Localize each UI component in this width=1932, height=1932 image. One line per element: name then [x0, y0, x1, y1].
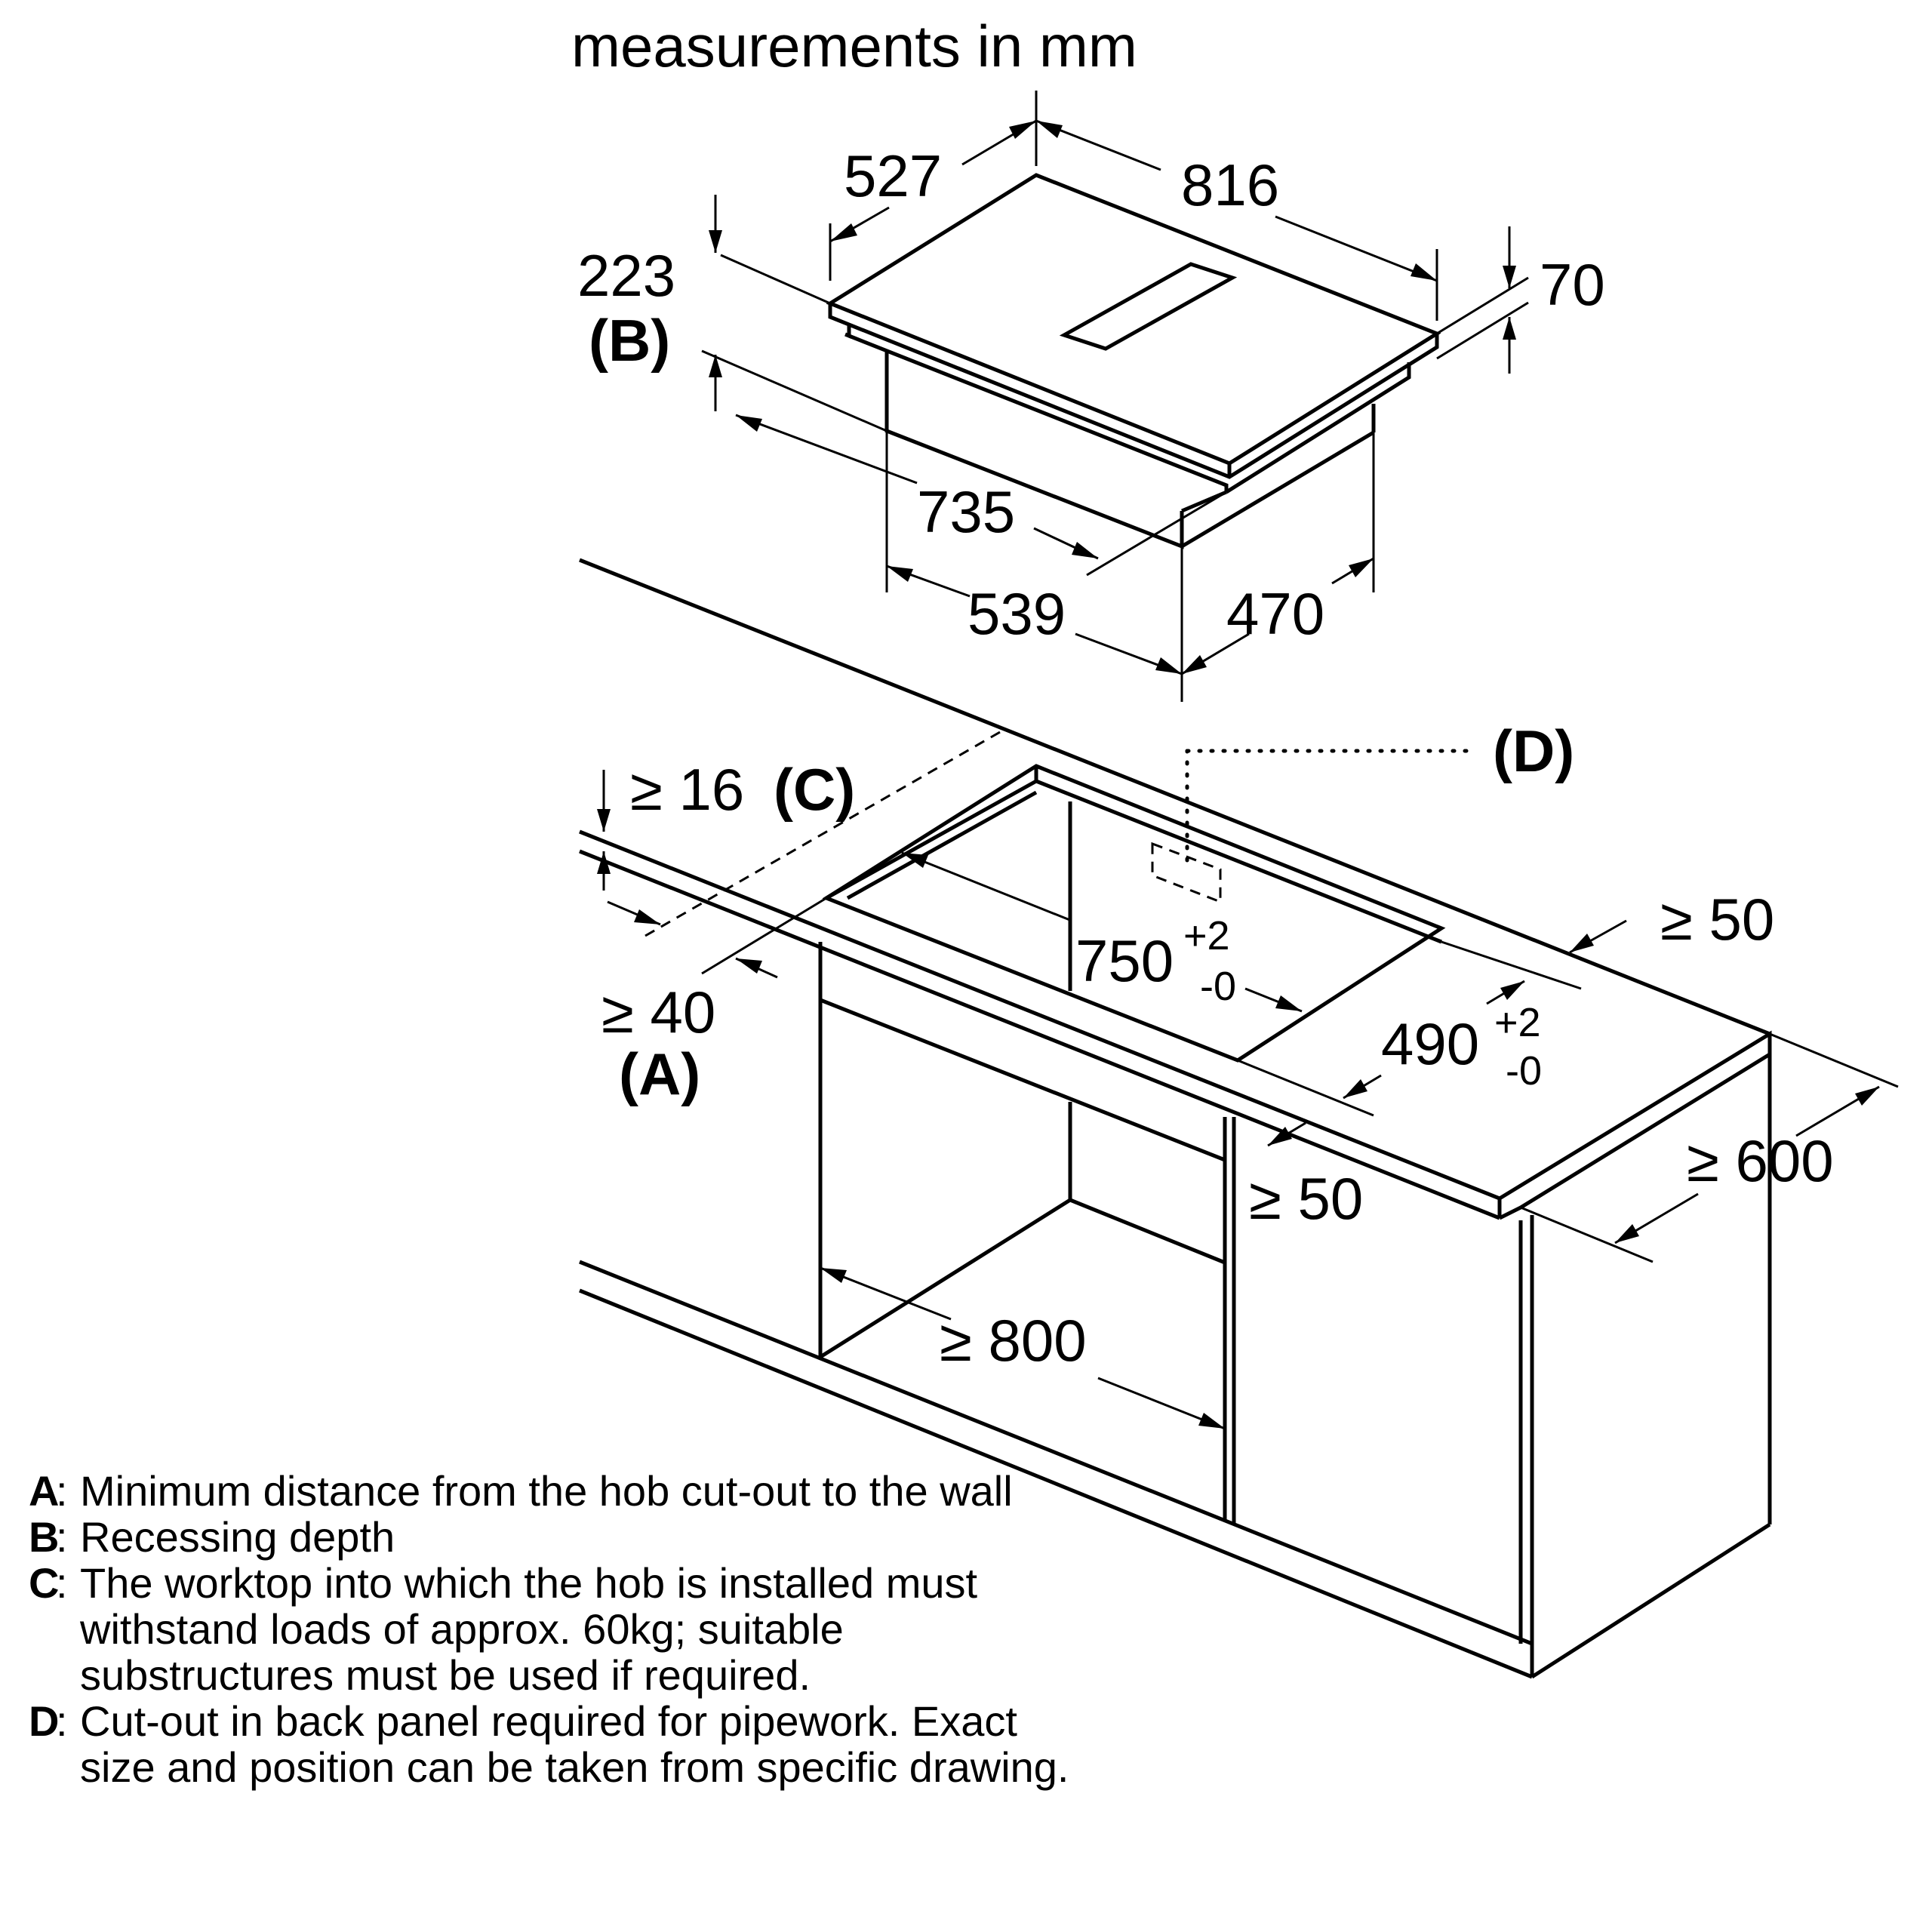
dim-223: 223	[577, 242, 675, 309]
dim-cabinet-width: ≥ 800	[940, 1307, 1087, 1374]
ref-C: (C)	[774, 756, 855, 823]
dim-cutout-width-tol-plus: +2	[1183, 913, 1230, 958]
dim-side-clearance: ≥ 50	[1660, 886, 1774, 952]
dim-539: 539	[968, 580, 1066, 647]
dim-cutout-depth-tol-plus: +2	[1494, 1000, 1541, 1045]
dim-front-clearance: ≥ 50	[1249, 1165, 1363, 1232]
note-colon: :	[56, 1697, 68, 1745]
note-key: C	[29, 1559, 60, 1607]
worktop-drawing: ≥ 16 (C) ≥ 40 (A) 750 +2 -0 490 +2 -0 ≥ …	[579, 558, 1899, 1679]
note-text: The worktop into which the hob is instal…	[80, 1559, 978, 1699]
note-colon: :	[56, 1467, 68, 1515]
hob-drawing: 527 816 70 223 (B) 735	[577, 91, 1605, 702]
note-item: D:Cut-out in back panel required for pip…	[29, 1698, 1085, 1790]
note-item: A:Minimum distance from the hob cut-out …	[29, 1468, 1085, 1514]
dim-470: 470	[1226, 580, 1324, 647]
dim-70: 70	[1540, 251, 1605, 318]
dim-cutout-width-tol-minus: -0	[1200, 964, 1236, 1009]
note-key: D	[29, 1697, 60, 1745]
note-text: Minimum distance from the hob cut-out to…	[80, 1467, 1013, 1515]
dim-cutout-depth: 490	[1381, 1011, 1479, 1077]
note-text: Recessing depth	[80, 1513, 395, 1561]
notes-legend: A:Minimum distance from the hob cut-out …	[29, 1468, 1085, 1790]
dim-worktop-depth: ≥ 600	[1687, 1128, 1834, 1194]
note-key: A	[29, 1467, 60, 1515]
note-text: Cut-out in back panel required for pipew…	[80, 1697, 1069, 1791]
note-colon: :	[56, 1559, 68, 1607]
dim-527: 527	[844, 143, 942, 209]
ref-A: (A)	[619, 1041, 700, 1107]
ref-B: (B)	[589, 307, 670, 374]
dim-worktop-thickness: ≥ 16	[630, 756, 744, 823]
note-item: B:Recessing depth	[29, 1514, 1085, 1560]
ref-D: (D)	[1493, 718, 1574, 784]
dim-735: 735	[917, 478, 1015, 545]
dim-wall-distance: ≥ 40	[601, 979, 715, 1045]
dim-cutout-depth-tol-minus: -0	[1506, 1048, 1542, 1094]
dim-cutout-width: 750	[1075, 928, 1174, 994]
note-colon: :	[56, 1513, 68, 1561]
note-item: C:The worktop into which the hob is inst…	[29, 1560, 1085, 1698]
diagram-title: measurements in mm	[571, 13, 1137, 79]
dim-816: 816	[1181, 152, 1279, 218]
note-key: B	[29, 1513, 60, 1561]
